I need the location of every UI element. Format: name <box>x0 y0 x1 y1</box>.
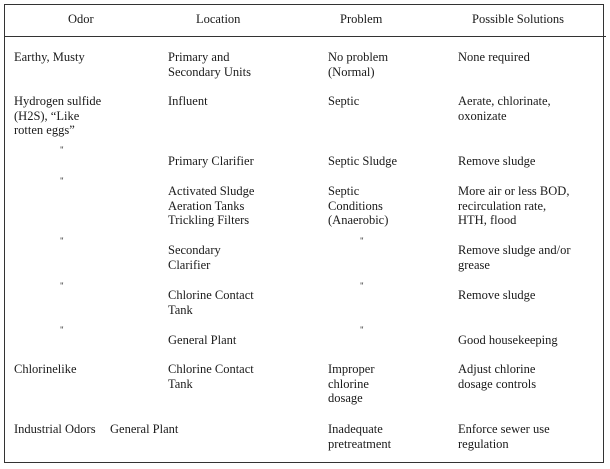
location-cell: Activated Sludge Aeration Tanks Tricklin… <box>168 184 255 228</box>
odor-cell: Industrial Odors <box>14 422 96 436</box>
location-cell: General Plant <box>168 333 237 347</box>
solution-cell: Remove sludge and/or grease <box>458 243 571 272</box>
ditto-mark: " <box>360 236 364 246</box>
problem-cell: Septic Sludge <box>328 154 398 168</box>
header-location: Location <box>196 12 241 26</box>
header-problem: Problem <box>340 12 383 26</box>
solution-cell: Remove sludge <box>458 154 536 168</box>
solution-cell: Enforce sewer use regulation <box>458 422 550 451</box>
problem-cell: Septic <box>328 94 360 108</box>
solution-cell: None required <box>458 50 530 64</box>
ditto-mark: " <box>60 236 64 246</box>
solution-cell: More air or less BOD, recirculation rate… <box>458 184 570 228</box>
problem-cell: Improper chlorine dosage <box>328 362 375 406</box>
location-cell: General Plant <box>110 422 179 436</box>
problem-cell: Septic Conditions (Anaerobic) <box>328 184 389 228</box>
problem-cell: No problem (Normal) <box>328 50 389 79</box>
solution-cell: Aerate, chlorinate, oxonizate <box>458 94 551 123</box>
odor-cell: Earthy, Musty <box>14 50 85 64</box>
location-cell: Secondary Clarifier <box>168 243 221 272</box>
ditto-mark: " <box>60 176 64 186</box>
header-odor: Odor <box>68 12 94 26</box>
ditto-mark: " <box>360 325 364 335</box>
location-cell: Primary and Secondary Units <box>168 50 251 79</box>
solution-cell: Remove sludge <box>458 288 536 302</box>
location-cell: Chlorine Contact Tank <box>168 288 254 317</box>
table-border <box>4 4 604 463</box>
ditto-mark: " <box>360 281 364 291</box>
odor-cell: Chlorinelike <box>14 362 77 376</box>
solution-cell: Good housekeeping <box>458 333 558 347</box>
ditto-mark: " <box>60 145 64 155</box>
location-cell: Chlorine Contact Tank <box>168 362 254 391</box>
header-divider <box>4 36 606 37</box>
solution-cell: Adjust chlorine dosage controls <box>458 362 537 391</box>
header-possible-solutions: Possible Solutions <box>472 12 565 26</box>
location-cell: Influent <box>168 94 208 108</box>
ditto-mark: " <box>60 281 64 291</box>
location-cell: Primary Clarifier <box>168 154 254 168</box>
odor-cell: Hydrogen sulfide (H2S), “Like rotten egg… <box>14 94 102 138</box>
ditto-mark: " <box>60 325 64 335</box>
problem-cell: Inadequate pretreatment <box>328 422 392 451</box>
